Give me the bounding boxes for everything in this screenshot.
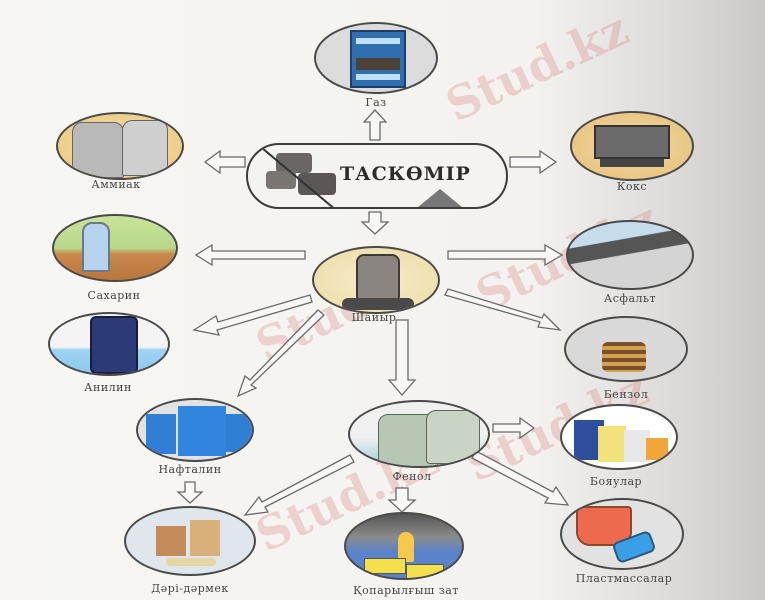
arrow-to-asphalt	[447, 243, 564, 267]
barrel-icon	[356, 254, 400, 304]
naphthalene-icon	[146, 414, 176, 454]
arrow-to-benzene	[444, 288, 562, 331]
arrow-phenol-to-plastics	[471, 450, 570, 506]
explosion-icon	[398, 532, 414, 562]
arrow-phenol-to-medicine	[243, 454, 355, 516]
coal-wagon-icon	[594, 125, 670, 159]
arrow-naphthalene-to-medicine	[176, 481, 204, 504]
node-naphthalene	[136, 398, 254, 462]
center-title: ТАСКӨМІР	[340, 163, 471, 185]
label-ammonia: Аммиак	[91, 178, 141, 191]
arrow-phenol-to-dyes	[492, 416, 536, 440]
arrow-to-tar	[360, 211, 390, 235]
mountain-icon	[418, 189, 462, 207]
node-benzene	[564, 316, 688, 382]
label-saccharin: Сахарин	[87, 289, 141, 302]
label-phenol: Фенол	[392, 470, 432, 483]
arrow-to-ammonia	[203, 149, 246, 175]
arrow-to-aniline	[192, 294, 313, 336]
label-dyes: Бояулар	[589, 475, 643, 488]
label-gas: Газ	[365, 96, 387, 109]
node-coal: ТАСКӨМІР	[246, 143, 508, 209]
node-gas	[314, 22, 438, 94]
jar-icon	[72, 122, 124, 178]
label-plastics: Пластмассалар	[575, 572, 673, 585]
label-medicine: Дәрі-дәрмек	[151, 582, 229, 595]
label-coke: Кокс	[616, 180, 648, 193]
label-explosive: Қопарылғыш зат	[353, 584, 459, 597]
arrow-to-gas	[362, 109, 388, 141]
benzene-icon	[602, 342, 646, 372]
label-tar: Шайыр	[351, 311, 397, 324]
saccharin-jar-icon	[82, 222, 110, 272]
node-medicine	[124, 506, 256, 576]
node-tar	[312, 246, 440, 314]
node-plastics	[560, 498, 684, 570]
node-saccharin	[52, 214, 178, 282]
node-aniline	[48, 312, 170, 376]
arrow-phenol-to-explosive	[387, 487, 417, 513]
label-benzene: Бензол	[603, 388, 649, 401]
arrow-to-saccharin	[194, 243, 306, 267]
node-explosive	[344, 512, 464, 580]
label-asphalt: Асфальт	[603, 292, 657, 305]
label-aniline: Анилин	[84, 381, 132, 394]
arrow-to-coke	[509, 149, 558, 175]
arrow-to-naphthalene	[236, 309, 325, 398]
node-phenol	[348, 400, 490, 468]
label-naphthalene: Нафталин	[158, 463, 222, 476]
node-asphalt	[566, 220, 694, 290]
node-dyes	[560, 404, 678, 470]
arrow-to-phenol	[387, 319, 417, 396]
node-ammonia	[56, 112, 184, 180]
medicine-icon	[156, 526, 186, 556]
jar-icon	[122, 120, 168, 176]
stove-icon	[350, 30, 406, 88]
aniline-jar-icon	[90, 316, 138, 374]
node-coke	[570, 111, 694, 181]
